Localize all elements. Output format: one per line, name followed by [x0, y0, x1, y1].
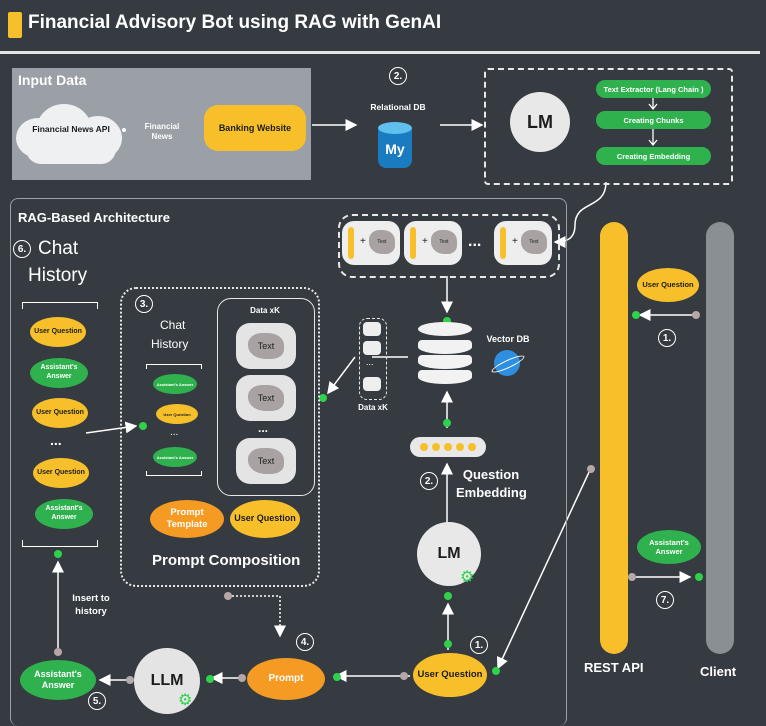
input-data-title: Input Data: [18, 72, 87, 88]
arrow-vector-to-prompt: [327, 356, 356, 395]
text-card: Text: [236, 375, 296, 421]
pipeline-down-arrows: [648, 98, 658, 147]
prompt-composition-panel: [120, 287, 320, 587]
data-xk-title: Data xK: [250, 306, 280, 315]
pipeline-lm-node: LM: [510, 92, 570, 152]
step-1-query: 1.: [470, 636, 488, 654]
prompt-node: Prompt: [247, 658, 325, 700]
rest-api-label: REST API: [584, 660, 644, 675]
chat-history-title-1: Chat: [38, 238, 79, 259]
chunk-card: + Text: [404, 221, 462, 265]
mysql-db-icon: My: [378, 122, 412, 172]
history-user-question: User Question: [30, 317, 86, 347]
prompt-user-question: User Question: [230, 500, 300, 538]
client-user-question: User Question: [637, 268, 699, 302]
mini-chat-title-2: History: [151, 337, 189, 351]
gear-icon: ⚙: [460, 569, 475, 586]
client-label: Client: [700, 664, 737, 679]
arrow-pipeline-to-chunks: [553, 181, 607, 248]
title-accent: [8, 12, 22, 38]
history-assistant-answer: Assistant's Answer: [35, 499, 93, 529]
prompt-composition-label: Prompt Composition: [152, 552, 301, 569]
rag-architecture-frame: [10, 198, 567, 726]
vector-db-icon: [418, 322, 472, 384]
llm-node: LLM: [134, 648, 200, 714]
financial-news-label: Financial News: [144, 122, 180, 142]
step-3-prompt: 3.: [135, 295, 153, 313]
client-assistant-answer: Assistant's Answer: [637, 530, 701, 564]
rag-title: RAG-Based Architecture: [18, 210, 170, 225]
history-user-question: User Question: [33, 458, 89, 488]
banking-website-box: Banking Website: [204, 105, 306, 151]
news-api-label: Financial News API: [32, 124, 110, 134]
chat-history-title-2: History: [28, 265, 88, 286]
chunks-ellipsis: ...: [468, 233, 482, 250]
query-user-question: User Question: [413, 653, 487, 697]
data-xk-panel: [217, 298, 315, 496]
text-extractor-step: Text Extractor (Lang Chain ): [596, 80, 711, 98]
vector-db-label: Vector DB: [486, 334, 530, 344]
chunks-panel: [338, 214, 560, 278]
cosmos-icon: [489, 350, 527, 376]
mini-assistant-answer: Assistant's Answer: [153, 447, 197, 467]
step-1-client: 1.: [658, 329, 676, 347]
news-api-cloud: Financial News API: [16, 104, 124, 164]
client-bar: [706, 222, 734, 654]
history-ellipsis: ...: [50, 432, 62, 448]
creating-chunks-step: Creating Chunks: [596, 111, 711, 129]
step-5-answer: 5.: [88, 692, 106, 710]
prompt-template-bubble: Prompt Template: [150, 500, 224, 538]
relational-db-label: Relational DB: [370, 102, 426, 112]
chunk-card: + Text: [342, 221, 400, 265]
title-divider: [0, 51, 760, 54]
step-6-chat-history: 6.: [13, 240, 31, 258]
insert-history-label: Insert to history: [72, 593, 110, 618]
rest-api-bar: [600, 222, 628, 654]
history-bracket-top: [22, 302, 98, 309]
text-card: Text: [236, 438, 296, 484]
final-assistant-answer: Assistant's Answer: [20, 660, 96, 700]
history-user-question: User Question: [32, 398, 88, 428]
text-card: Text: [236, 323, 296, 369]
step-2-relational: 2.: [389, 67, 407, 85]
page-title: Financial Advisory Bot using RAG with Ge…: [28, 12, 442, 33]
mini-chat-title-1: Chat: [160, 318, 186, 332]
mini-assistant-answer: Assistant's Answer: [153, 374, 197, 394]
vector-data-label: Data xK: [358, 403, 388, 412]
history-bracket-bottom: [22, 540, 98, 547]
question-embedding-vector: [410, 437, 486, 457]
step-4-prompt: 4.: [296, 633, 314, 651]
history-assistant-answer: Assistant's Answer: [30, 358, 88, 388]
query-lm-node: LM: [417, 522, 481, 586]
vector-data-stack: ...: [359, 318, 387, 400]
gear-icon: ⚙: [178, 692, 193, 709]
question-embedding-label: Question Embedding: [456, 467, 527, 500]
lm-pipeline-panel: [484, 68, 733, 185]
input-data-panel: Input Data Financial News API Financial …: [12, 68, 311, 180]
mini-user-question: User Question: [156, 404, 198, 424]
step-7-client: 7.: [656, 591, 674, 609]
chunk-card: + Text: [494, 221, 552, 265]
creating-embedding-step: Creating Embedding: [596, 147, 711, 165]
step-2-embedding: 2.: [420, 472, 438, 490]
